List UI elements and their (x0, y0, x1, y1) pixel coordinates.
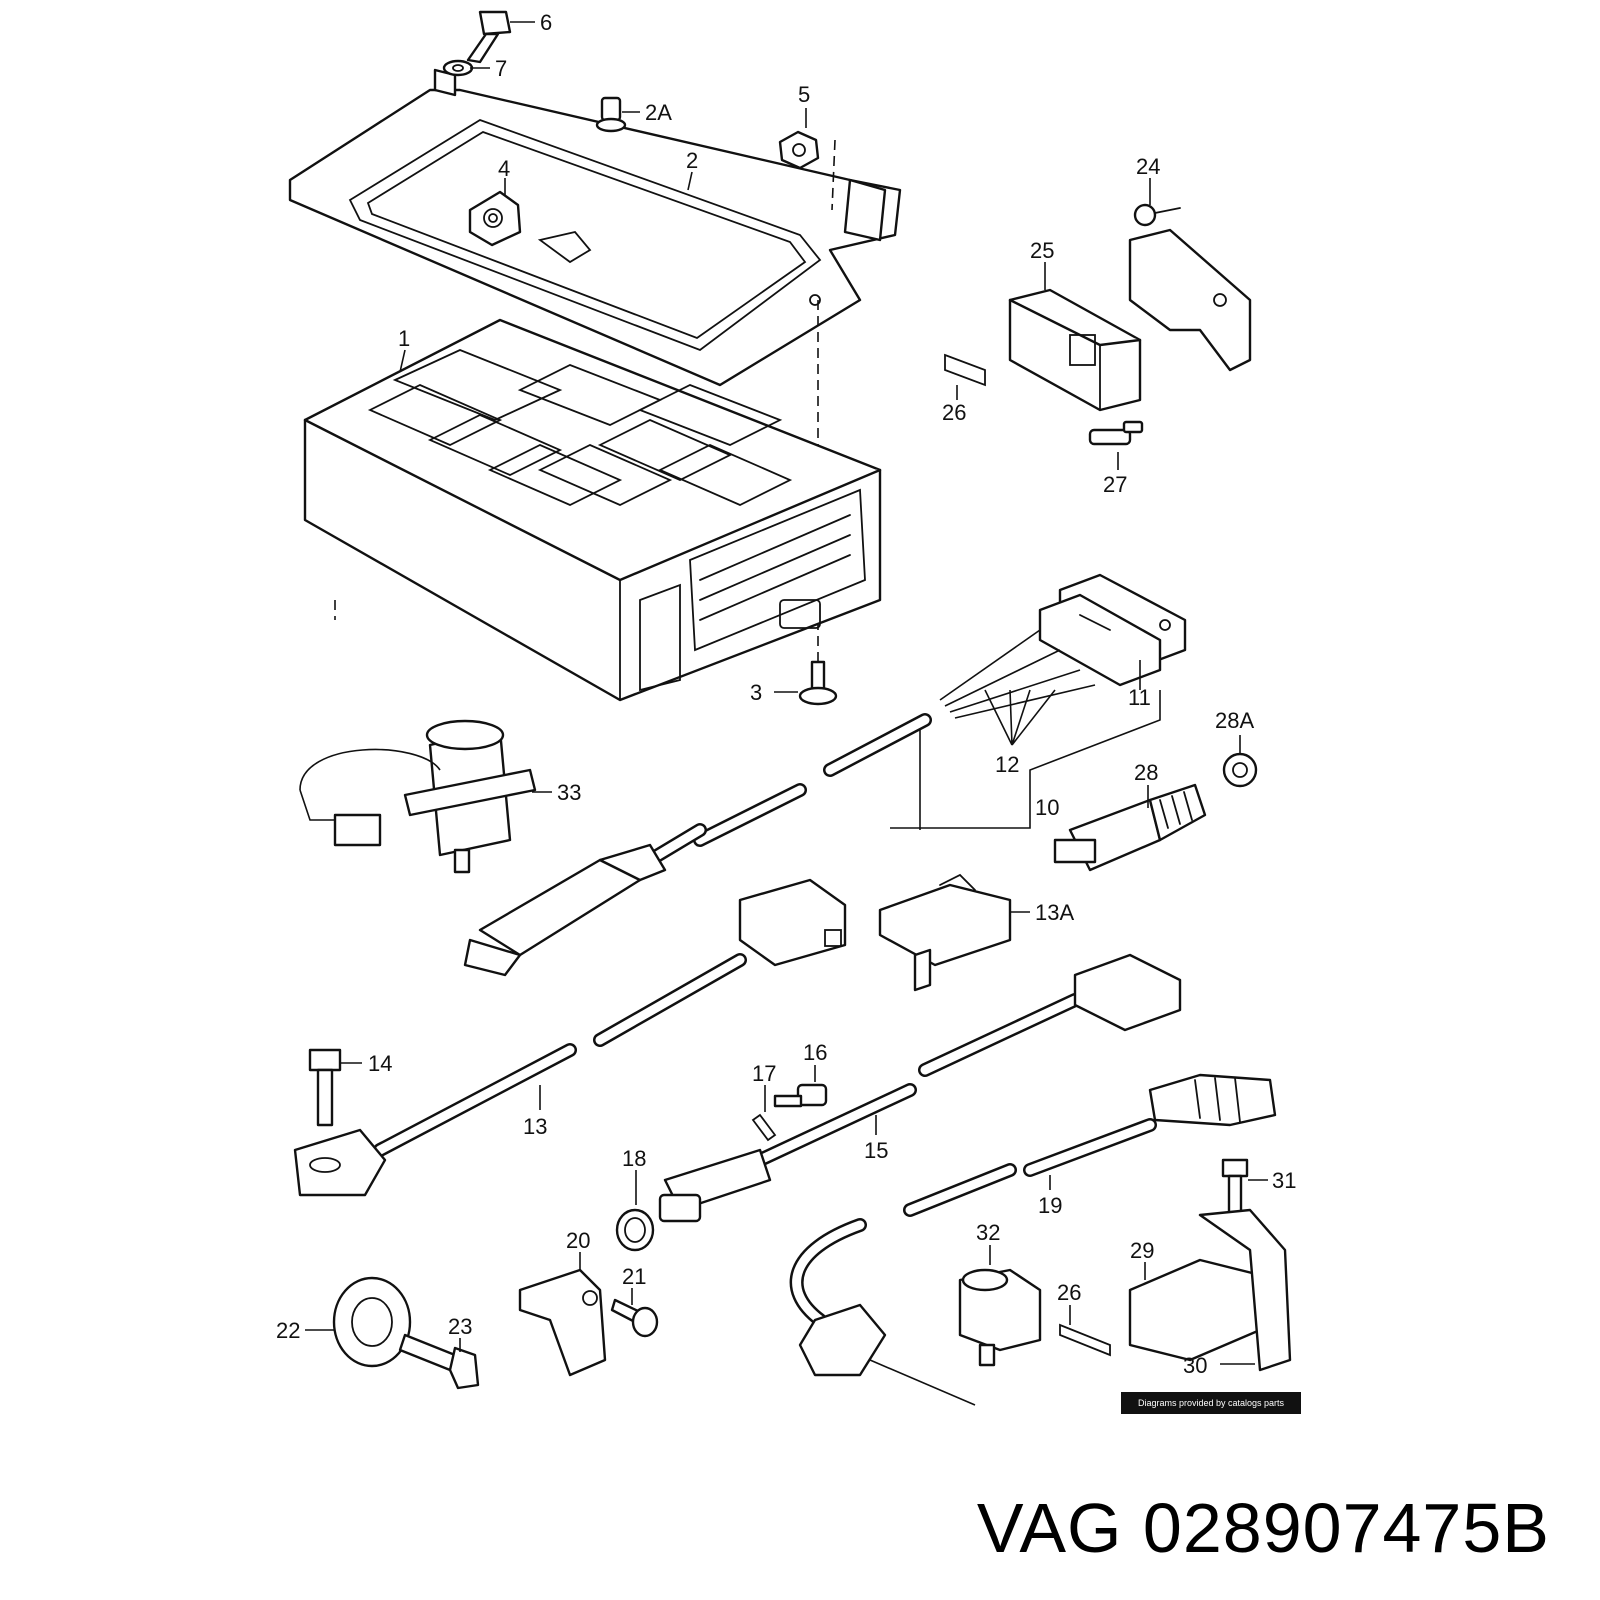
label-30: 30 (1183, 1353, 1207, 1378)
label-23: 23 (448, 1314, 472, 1339)
label-31: 31 (1272, 1168, 1296, 1193)
label-24: 24 (1136, 154, 1160, 179)
pin-part-27 (1088, 420, 1144, 446)
label-12: 12 (995, 752, 1019, 777)
clip-part-28a (1222, 752, 1258, 788)
knock-sensor-part-13 (293, 878, 847, 1197)
part-number-caption: VAG 028907475B (977, 1488, 1550, 1568)
bracket-part-4 (468, 190, 522, 247)
screw-part-3 (798, 660, 838, 706)
label-1: 1 (398, 326, 410, 351)
label-22: 22 (276, 1318, 300, 1343)
label-17: 17 (752, 1061, 776, 1086)
cover-plate-part-2 (288, 68, 902, 387)
seal-ring-part-18 (615, 1208, 655, 1252)
label-14: 14 (368, 1051, 392, 1076)
label-33: 33 (557, 780, 581, 805)
label-28a: 28A (1215, 708, 1254, 733)
pin-part-2a (595, 96, 627, 133)
label-27: 27 (1103, 472, 1127, 497)
label-13: 13 (523, 1114, 547, 1139)
label-16: 16 (803, 1040, 827, 1065)
connector-part-11 (1038, 573, 1187, 687)
bolt-part-14 (308, 1048, 342, 1127)
label-13a: 13A (1035, 900, 1074, 925)
label-11: 11 (1128, 685, 1151, 710)
sensor-cable-part-15 (658, 953, 1182, 1223)
module-part-29 (1128, 1208, 1292, 1372)
label-7: 7 (495, 56, 507, 81)
clip-part-17 (751, 1113, 777, 1142)
bracket-part-13a (878, 873, 1012, 992)
bolt-part-23 (398, 1333, 480, 1390)
bolt-part-21 (610, 1298, 659, 1338)
credit-badge: Diagrams provided by catalogs parts (1121, 1392, 1301, 1414)
sensor-part-33 (299, 719, 537, 874)
sender-part-20 (518, 1268, 607, 1377)
oxygen-sensor (463, 823, 707, 977)
label-6: 6 (540, 10, 552, 35)
speed-sensor-cable-part-19 (789, 1073, 1277, 1406)
brand-name: VAG (976, 1489, 1123, 1567)
part-number: 028907475B (1142, 1489, 1550, 1567)
clip-part-26-lower (1059, 1323, 1111, 1357)
nut-part-5 (778, 130, 820, 170)
label-18: 18 (622, 1146, 646, 1171)
label-28: 28 (1134, 760, 1158, 785)
leader-lines (305, 21, 1268, 1365)
bolt-part-6 (466, 10, 512, 64)
screw-part-16 (773, 1083, 828, 1108)
label-15: 15 (864, 1138, 888, 1163)
washer-part-7 (442, 59, 474, 77)
brake-switch-part-28 (1053, 783, 1207, 872)
sender-wheel-part-22 (332, 1276, 412, 1368)
relay-part-25 (1008, 288, 1142, 412)
label-25: 25 (1030, 238, 1054, 263)
bolt-part-31 (1221, 1158, 1249, 1218)
label-32: 32 (976, 1220, 1000, 1245)
wires-part-12 (939, 629, 1096, 719)
label-5: 5 (798, 82, 810, 107)
label-26-lower: 26 (1057, 1280, 1081, 1305)
label-19: 19 (1038, 1193, 1062, 1218)
label-26-upper: 26 (942, 400, 966, 425)
label-3: 3 (750, 680, 762, 705)
label-2a: 2A (645, 100, 672, 125)
label-29: 29 (1130, 1238, 1154, 1263)
callout-labels: 6 7 2A 5 2 4 24 25 1 26 27 3 11 28A 12 2… (276, 10, 1296, 1378)
label-21: 21 (622, 1264, 646, 1289)
label-4: 4 (498, 156, 510, 181)
label-20: 20 (566, 1228, 590, 1253)
control-unit-part-1 (303, 318, 882, 702)
bracket-part-24 (1128, 203, 1252, 372)
label-10: 10 (1035, 795, 1059, 820)
valve-part-32 (958, 1268, 1042, 1367)
clip-part-26-upper (944, 353, 986, 387)
label-2: 2 (686, 148, 698, 173)
